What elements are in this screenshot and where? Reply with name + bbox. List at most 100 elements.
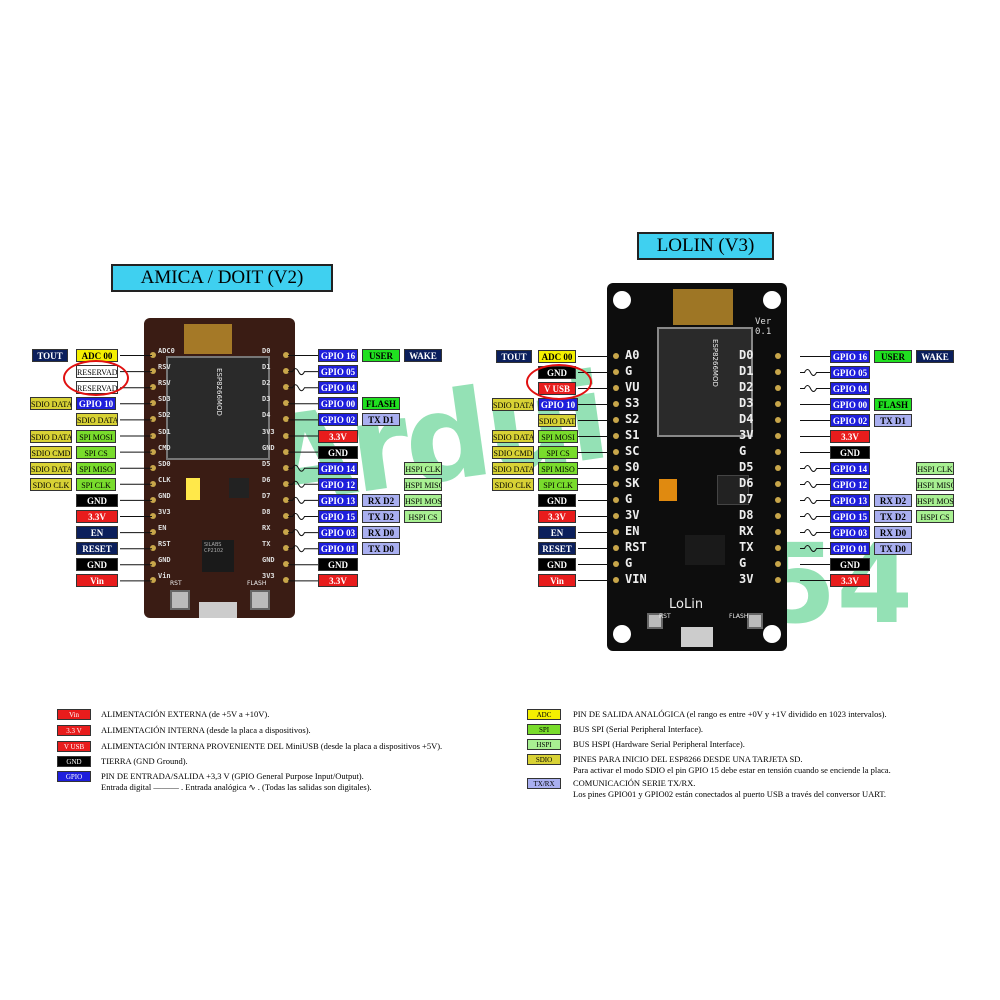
pin-header (150, 368, 156, 375)
right-gpio-label: GPIO 13 (830, 494, 870, 507)
left-pin-label-2: SPI CLK (76, 477, 116, 491)
board-pin-label: 3V (739, 572, 754, 586)
title-right: LOLIN (V3) (637, 232, 774, 260)
board-pin-label: RST (625, 540, 647, 554)
esp-module: ESP8266MOD (657, 327, 753, 437)
right-func-label: RX D0 (874, 526, 912, 539)
pin-header (613, 401, 619, 407)
pin-header (775, 561, 781, 567)
pin-header (150, 448, 156, 455)
pin-header (613, 513, 619, 519)
pin-header (775, 449, 781, 455)
board-pin-label: 3V3 (262, 427, 275, 436)
pin-header (150, 416, 156, 423)
right-extra-label: HSPI CS (916, 510, 954, 523)
connector-wave (800, 369, 830, 376)
version-label: Ver 0.1 (755, 317, 772, 337)
board-pin-label: S2 (625, 412, 640, 426)
rst-label: RST (659, 613, 671, 620)
board-pin-label: GND (262, 443, 275, 452)
legend-swatch: HSPI (527, 739, 561, 750)
mid-gpio-label: GPIO 15 (318, 510, 358, 523)
connector-wave (288, 496, 318, 504)
pin-header (283, 352, 289, 358)
right-extra-label: WAKE (916, 350, 954, 363)
right-func-label: TX D2 (874, 510, 912, 523)
board-pin-label: D1 (262, 363, 271, 372)
right-gpio-label: GND (830, 558, 870, 571)
connector-wave (800, 385, 830, 392)
pin-header (150, 529, 156, 536)
board-pin-label: RX (739, 524, 754, 538)
left-pin-label: RESET (76, 542, 118, 556)
rst-button[interactable] (647, 613, 663, 629)
board-pin-label: D4 (739, 412, 754, 426)
pin-header (775, 385, 781, 391)
pin-header (283, 416, 289, 423)
pin-header (150, 352, 156, 358)
board-pin-label: CMD (158, 443, 171, 452)
led-yellow (186, 478, 200, 500)
right-pin-label: RESET (538, 542, 576, 555)
board-pin-label: D6 (262, 475, 271, 484)
pin-header (150, 496, 156, 503)
legend-text: PIN DE SALIDA ANALÓGICA (el rango es ent… (573, 709, 887, 719)
right-func-label: USER (874, 350, 912, 363)
pin-header (613, 433, 619, 439)
right-pin-label: ADC 00 (538, 350, 576, 363)
right-pin-label: SDIO CLK (492, 478, 534, 491)
pin-header (150, 577, 156, 584)
mid-gpio-label: GPIO 04 (318, 381, 358, 395)
antenna-area (673, 289, 733, 325)
connector-wave (288, 513, 318, 520)
mid-gpio-label: GPIO 12 (318, 477, 358, 491)
right-pin-label: SDIO DATA2 (538, 414, 576, 427)
right-pin-label: GND (538, 494, 576, 507)
right-gpio-label: GPIO 04 (830, 382, 870, 395)
flash-button[interactable] (747, 613, 763, 629)
legend-text: PINES PARA INICIO DEL ESP8266 DESDE UNA … (573, 754, 803, 764)
board-pin-label: 3V3 (262, 572, 275, 581)
right-gpio-label: GPIO 14 (830, 462, 870, 475)
mid-gpio-label: 3.3V (318, 574, 358, 588)
board-pin-label: D3 (739, 396, 754, 410)
right-func-label: RX D2 (874, 494, 912, 507)
regulator (717, 475, 749, 505)
mount-hole-br (763, 625, 781, 643)
board-pin-label: GND (158, 491, 171, 500)
pin-header (283, 448, 289, 455)
highlight-circle-right (526, 364, 592, 400)
left-pin-label: SDIO DATA2 (76, 413, 118, 427)
mid-extra-label: HSPI CLK (404, 461, 442, 475)
left-pin-label: SDIO DATA3 (30, 397, 72, 411)
connector-wave (800, 529, 830, 536)
pin-header (613, 369, 619, 375)
brand-label: LoLin (669, 597, 704, 612)
legend-swatch: GPIO (57, 771, 91, 782)
legend-text-2: Para activar el modo SDIO el pin GPIO 15… (573, 765, 891, 775)
mount-hole-tr (763, 291, 781, 309)
led-orange (659, 479, 677, 501)
mid-gpio-label: GPIO 13 (318, 493, 358, 507)
board-pin-label: D5 (262, 459, 271, 468)
left-pin-label: 3.3V (76, 510, 118, 523)
pin-header (775, 513, 781, 519)
board-pin-label: 3V (625, 508, 640, 522)
flash-button[interactable] (250, 590, 270, 610)
pin-header (775, 433, 781, 439)
pin-header (775, 545, 781, 551)
pin-header (150, 464, 156, 471)
board-pin-label: SD2 (158, 411, 171, 420)
board-pin-label: D2 (262, 379, 271, 388)
usb-chip (685, 535, 725, 565)
left-pin-label: SDIO DATA1 (30, 429, 72, 443)
right-pin-label: 3.3V (538, 510, 576, 523)
pin-header (775, 529, 781, 535)
rst-button[interactable] (170, 590, 190, 610)
board-pin-label: 3V (739, 428, 754, 442)
pin-header (775, 353, 781, 359)
board-pin-label: G (625, 364, 633, 378)
pin-header (613, 417, 619, 423)
board-pin-label: VU (625, 380, 640, 394)
connector-wave (288, 529, 318, 537)
